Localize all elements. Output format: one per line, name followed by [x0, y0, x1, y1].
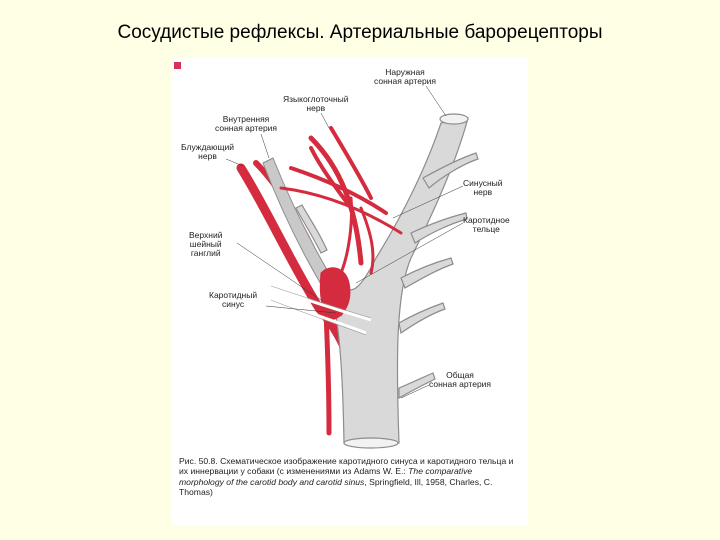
- leader-lines: [225, 85, 464, 399]
- caption-italic: The comparative morphology of the caroti…: [179, 466, 473, 487]
- label-line: нерв: [198, 151, 217, 161]
- branch-6: [295, 204, 328, 254]
- caption-text: Рис. 50.8. Схематическое изображение кар…: [179, 456, 514, 477]
- branch-2: [410, 212, 468, 244]
- external-carotid-opening: [439, 113, 469, 125]
- vagus-descending: [323, 310, 332, 436]
- label-internal-carotid: Внутренняя сонная артерия: [215, 115, 277, 133]
- label-line: Синусный: [463, 178, 503, 188]
- label-carotid-sinus: Каротидный синус: [209, 291, 257, 309]
- sinus-nerve-path: [359, 206, 375, 275]
- artery-tree: [295, 113, 479, 449]
- section-marker: [174, 62, 181, 69]
- figure-panel: Наружная сонная артерия Языкоглоточный н…: [171, 58, 528, 525]
- branch-1: [422, 152, 479, 189]
- caption-text-end: , Springfield, Ill, 1958, Charles, C. Th…: [179, 476, 493, 498]
- branch-4: [398, 302, 446, 335]
- label-line: нерв: [306, 103, 326, 113]
- label-superior-ganglion: Верхний шейный ганглий: [189, 231, 222, 258]
- label-line: Блуждающий: [181, 142, 235, 152]
- label-line: нерв: [473, 187, 493, 197]
- label-line: синус: [222, 299, 245, 309]
- label-line: Каротидный: [209, 290, 258, 300]
- carotid-diagram: [225, 85, 479, 449]
- branch-3: [400, 257, 454, 289]
- label-line: сонная артерия: [429, 379, 492, 389]
- label-common-carotid: Общая сонная артерия: [429, 371, 491, 389]
- white-strands: [270, 286, 372, 335]
- glossopharyngeal-branch-1: [309, 146, 353, 210]
- nerve-cross-2: [279, 186, 403, 235]
- label-glossopharyngeal: Языкоглоточный нерв: [283, 95, 349, 113]
- label-line: Каротидное: [463, 215, 510, 225]
- slide-title: Сосудистые рефлексы. Артериальные бароре…: [117, 22, 603, 43]
- label-line: Наружная: [385, 67, 425, 77]
- label-sinus-nerve: Синусный нерв: [463, 179, 503, 197]
- label-carotid-body: Каротидное тельце: [463, 216, 510, 234]
- white-strand-outlines: [270, 285, 372, 336]
- label-external-carotid: Наружная сонная артерия: [374, 68, 436, 86]
- label-line: тельце: [472, 224, 500, 234]
- label-line: Верхний: [189, 230, 223, 240]
- label-line: Языкоглоточный: [283, 94, 349, 104]
- nerve-cross-1: [289, 166, 388, 215]
- nerve-descending: [339, 196, 353, 275]
- vagus-nerve: [236, 163, 354, 363]
- label-line: Общая: [446, 370, 474, 380]
- common-carotid-opening: [343, 437, 399, 449]
- sinus-fine-fibers: [330, 287, 347, 317]
- label-line: сонная артерия: [374, 76, 437, 86]
- branch-5: [398, 372, 436, 400]
- label-line: ганглий: [190, 248, 221, 258]
- label-line: сонная артерия: [215, 123, 278, 133]
- figure-caption: Рис. 50.8. Схематическое изображение кар…: [179, 456, 519, 498]
- label-vagus: Блуждающий нерв: [181, 143, 234, 161]
- glossopharyngeal-branch-2: [329, 126, 373, 200]
- label-line: Внутренняя: [222, 114, 270, 124]
- label-line: шейный: [189, 239, 222, 249]
